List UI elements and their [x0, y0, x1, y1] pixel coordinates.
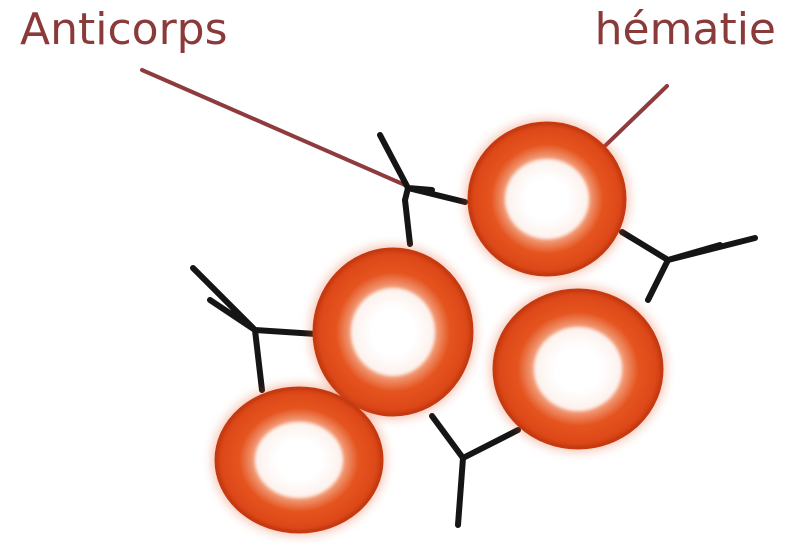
- antibody-leader-line: [142, 70, 405, 185]
- red-blood-cell-icon: [465, 119, 629, 279]
- y-shaped-antibody-icon: [432, 416, 518, 525]
- red-blood-cell-icon: [490, 286, 666, 452]
- red-blood-cell-label: hématie: [595, 8, 776, 52]
- y-shaped-antibody-icon: [380, 135, 465, 244]
- y-shaped-antibody-icon: [622, 232, 755, 300]
- antibody-label: Anticorps: [20, 8, 228, 52]
- red-blood-cell-icon: [212, 384, 386, 536]
- y-shaped-antibody-icon: [193, 268, 316, 390]
